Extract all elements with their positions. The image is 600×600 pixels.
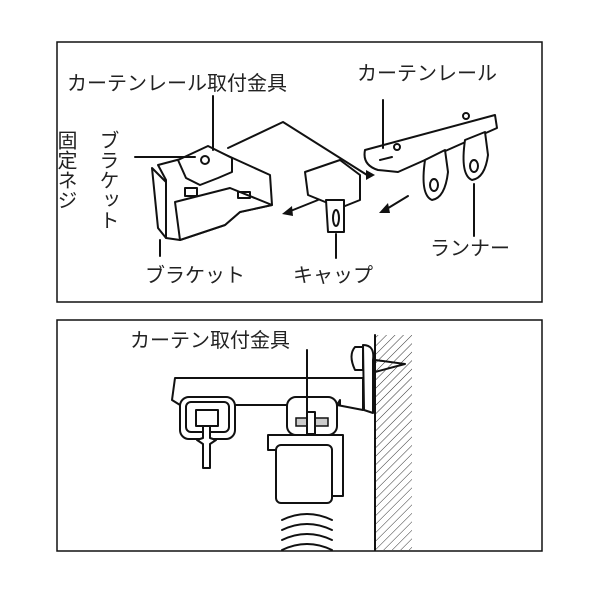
top-panel: カーテンレール取付金具 カーテンレール 固定ネジ ブラケット ブラケット キャッ… bbox=[54, 41, 543, 303]
label-fixing-screw: 固定ネジ bbox=[54, 130, 78, 210]
label-curtain-rail: カーテンレール bbox=[357, 61, 497, 85]
bottom-panel: カーテン取付金具 bbox=[56, 319, 543, 552]
alignment-line bbox=[227, 121, 368, 176]
label-curtain-fitting: カーテン取付金具 bbox=[130, 328, 290, 352]
curtain-rail-illustration bbox=[363, 99, 498, 237]
curtain-folds bbox=[281, 513, 333, 551]
label-cap: キャップ bbox=[293, 263, 373, 287]
cap-illustration bbox=[282, 159, 361, 259]
bracket-side-view bbox=[171, 344, 406, 504]
bracket-illustration bbox=[151, 145, 273, 257]
top-panel-frame bbox=[56, 41, 543, 303]
label-runner: ランナー bbox=[430, 236, 510, 260]
bottom-panel-frame bbox=[56, 319, 543, 552]
label-bracket: ブラケット bbox=[145, 263, 245, 287]
label-bracket-vertical: ブラケット bbox=[96, 130, 120, 230]
label-rail-bracket-fitting: カーテンレール取付金具 bbox=[67, 71, 287, 95]
